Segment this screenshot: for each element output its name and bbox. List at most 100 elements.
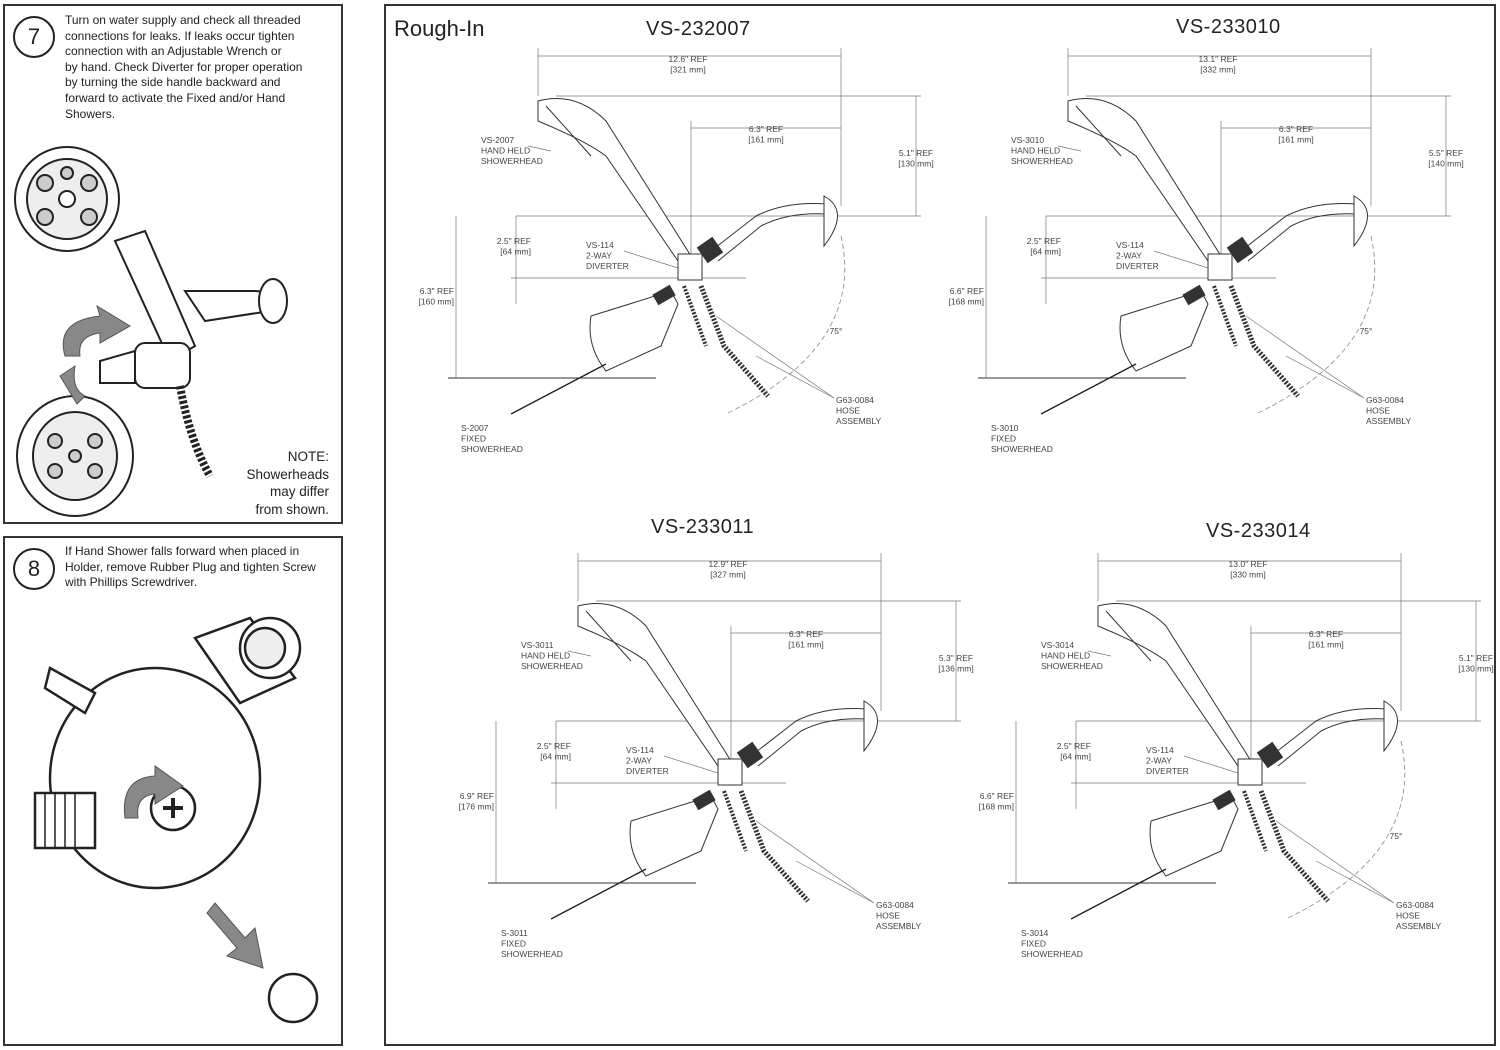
fixed-head-connector — [652, 284, 676, 306]
model-title: VS-232007 — [646, 18, 751, 40]
shower-arm — [1270, 708, 1387, 757]
fixed-showerhead — [589, 290, 679, 372]
step-7-note: NOTE: Showerheads may differ from shown. — [246, 448, 329, 518]
leader-line — [567, 650, 592, 657]
model-title: VS-233014 — [1206, 520, 1311, 542]
drop-ref-label: 2.5" REF[64 mm] — [497, 236, 531, 257]
step-8-line: If Hand Shower falls forward when placed… — [65, 544, 300, 558]
diverter-nut — [736, 741, 764, 769]
fixed-head-connector — [692, 789, 716, 811]
hose — [738, 790, 810, 903]
leader-line — [1285, 355, 1365, 399]
diverter-body — [1237, 758, 1263, 786]
leader-line — [510, 363, 607, 415]
step-8-illustration — [33, 616, 319, 1024]
note-line: may differ — [269, 484, 329, 499]
hose — [1228, 285, 1300, 398]
showerhead-face — [545, 105, 592, 157]
width-ref-label: 13.1" REF[332 mm] — [1199, 54, 1238, 75]
step-8-number: 8 — [13, 548, 55, 590]
shower-arm — [1240, 203, 1357, 252]
showerhead-face — [585, 610, 632, 662]
leader-line — [1087, 650, 1112, 657]
diverter-body — [1207, 253, 1233, 281]
fixed-head-connector — [1182, 284, 1206, 306]
step-7-number: 7 — [13, 16, 55, 58]
leader-line — [623, 250, 679, 269]
drop-ref-label: 2.5" REF[64 mm] — [1057, 741, 1091, 762]
wall-flange — [823, 195, 838, 248]
height-ref-label: 5.1" REF[130 mm] — [898, 148, 933, 169]
leader-line — [1070, 868, 1167, 920]
leader-line — [715, 315, 835, 399]
step-8-panel: 8 If Hand Shower falls forward when plac… — [3, 536, 343, 1046]
step-7-line: connection with an Adjustable Wrench or — [65, 44, 282, 59]
wall-flange — [1353, 195, 1368, 248]
drop-ref-label: 2.5" REF[64 mm] — [537, 741, 571, 762]
leader-line — [1315, 860, 1395, 904]
step-7-line: connections for leaks. If leaks occur ti… — [65, 28, 295, 43]
diverter-nut — [1226, 236, 1254, 264]
shower-arm — [717, 213, 827, 262]
total-ref-label: 6.6" REF[168 mm] — [949, 286, 984, 307]
shower-arm — [750, 708, 867, 757]
step-7-line: Showers. — [65, 106, 116, 121]
width-ref-label: 12.9" REF[327 mm] — [709, 559, 748, 580]
model-title: VS-233011 — [651, 516, 755, 538]
hose — [698, 285, 770, 398]
leader-line — [550, 868, 647, 920]
step-7-illustration — [14, 146, 288, 517]
angle-label: 75° — [1390, 831, 1403, 841]
height-ref-label: 5.1" REF[130 mm] — [1458, 653, 1493, 674]
drop-ref-label: 2.5" REF[64 mm] — [1027, 236, 1061, 257]
rough-in-panel: Rough-In VS-232007 VS-233010 VS-233011 V… — [384, 4, 1496, 1046]
fixed-showerhead — [1119, 290, 1209, 372]
note-line: NOTE: — [287, 449, 329, 464]
arm-ref-label: 6.3" REF[161 mm] — [1278, 124, 1313, 145]
width-ref-label: 13.0" REF[330 mm] — [1229, 559, 1268, 580]
width-ref-label: 12.6" REF[321 mm] — [669, 54, 708, 75]
angle-label: 75° — [1360, 326, 1373, 336]
diverter-body — [677, 253, 703, 281]
step-8-line: with Phillips Screwdriver. — [65, 575, 198, 590]
leader-line — [1275, 820, 1395, 904]
height-ref-label: 5.3" REF[136 mm] — [938, 653, 973, 674]
step-7-line: forward to activate the Fixed and/or Han… — [65, 90, 286, 105]
leader-line — [1057, 145, 1082, 152]
note-line: Showerheads — [246, 466, 329, 482]
leader-line — [1153, 250, 1209, 269]
shower-arm — [1247, 213, 1357, 262]
hose-fitting — [682, 285, 708, 347]
arm-ref-label: 6.3" REF[161 mm] — [1308, 629, 1343, 650]
leader-line — [527, 145, 552, 152]
wall-flange — [1383, 700, 1398, 753]
hose-fitting — [1212, 285, 1238, 347]
shower-arm — [1277, 718, 1387, 767]
angle-arc — [1255, 235, 1376, 415]
step-8-instructions: If Hand Shower falls forward when placed… — [65, 544, 316, 591]
leader-line — [755, 820, 875, 904]
leader-line — [795, 860, 875, 904]
total-ref-label: 6.3" REF[160 mm] — [419, 286, 454, 307]
step-7-line: by turning the side handle backward and — [65, 75, 281, 90]
fixed-head-connector — [1212, 789, 1236, 811]
hose — [1258, 790, 1330, 903]
shower-arm — [710, 203, 827, 252]
fixed-showerhead — [629, 795, 719, 877]
rough-in-diagrams: 12.6" REF[321 mm] 6.3" REF[161 mm] 5.1" RE… — [419, 48, 1494, 959]
diverter-nut — [696, 236, 724, 264]
angle-label: 75° — [830, 326, 843, 336]
step-7-panel: 7 Turn on water supply and check all thr… — [3, 4, 343, 524]
